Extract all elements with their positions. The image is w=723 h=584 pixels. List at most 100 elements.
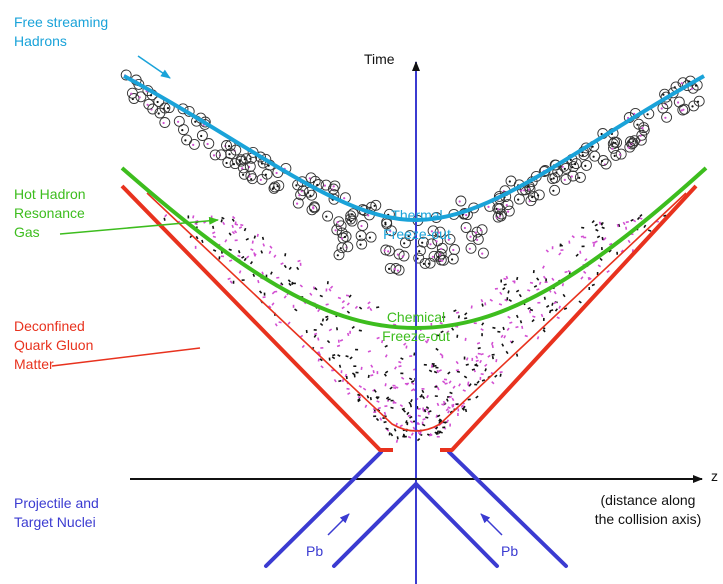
qgp-particle xyxy=(616,251,619,255)
qgp-particle xyxy=(480,352,484,356)
qgp-particle xyxy=(558,252,562,256)
hadron-quark-dot xyxy=(225,161,228,165)
qgp-particle xyxy=(442,380,446,384)
qgp-particle xyxy=(491,356,494,360)
qgp-particle xyxy=(283,264,287,269)
hadron-quark-dot xyxy=(438,253,442,256)
hadron-quark-dot xyxy=(468,247,471,250)
qgp-particle xyxy=(339,339,344,342)
hadron-quark-dot xyxy=(241,167,244,170)
qgp-particle xyxy=(425,416,429,419)
hadron-quark-dot xyxy=(431,255,434,258)
qgp-particle xyxy=(373,389,377,393)
qgp-particle xyxy=(425,406,430,410)
qgp-particle xyxy=(588,276,592,280)
hadron-particle xyxy=(513,193,525,205)
hadron-particle xyxy=(626,138,638,150)
qgp-particle xyxy=(427,411,430,415)
hadron-quark-dot xyxy=(348,218,351,221)
qgp-particle xyxy=(351,325,355,330)
qgp-particle xyxy=(537,301,541,304)
hadron-quark-dot xyxy=(451,258,454,261)
hadron-quark-dot xyxy=(520,189,523,192)
hadron-particle xyxy=(159,117,171,128)
hadron-particle xyxy=(245,170,257,182)
hadron-quark-dot xyxy=(388,267,391,270)
hadron-particle xyxy=(455,195,467,207)
hadron-quark-dot xyxy=(465,214,468,217)
hadron-particle xyxy=(657,102,669,114)
hadron-particle xyxy=(428,250,440,262)
qgp-particle xyxy=(421,389,425,394)
hadron-particle xyxy=(492,211,504,223)
qgp-particle xyxy=(639,213,643,218)
qgp-particle xyxy=(594,223,598,227)
qgp-particle xyxy=(256,233,259,238)
qgp-particle xyxy=(232,215,236,220)
qgp-particle xyxy=(314,287,318,291)
hadron-particle xyxy=(624,141,636,153)
qgp-particle xyxy=(398,365,402,368)
hadron-quark-dot xyxy=(584,164,587,167)
hadron-quark-dot xyxy=(162,121,165,125)
qgp-particle xyxy=(377,406,381,410)
qgp-particle xyxy=(400,357,404,361)
qgp-particle xyxy=(475,395,479,399)
thermal-line-2: Freeze-out xyxy=(383,226,451,242)
qgp-particle xyxy=(500,334,504,339)
hadron-particle xyxy=(333,249,345,261)
hadron-particle xyxy=(574,171,586,183)
hadron-particle xyxy=(120,69,132,81)
qgp-particle xyxy=(395,439,399,443)
hadron-quark-dot xyxy=(275,171,278,175)
chemical-freezeout-curve xyxy=(120,166,708,331)
qgp-particle xyxy=(367,350,372,353)
qgp-particle xyxy=(400,376,405,380)
hadron-particle xyxy=(533,189,545,201)
hadron-particle xyxy=(215,149,227,161)
qgp-particle xyxy=(636,216,641,221)
qgp-particle xyxy=(422,423,426,427)
qgp-particle xyxy=(341,306,345,310)
qgp-particle xyxy=(490,341,494,346)
hadron-quark-dot xyxy=(206,142,209,146)
qgp-particle xyxy=(435,426,439,430)
qgp-particle xyxy=(357,399,361,403)
hadron-particle xyxy=(342,241,354,253)
qgp-particle xyxy=(499,291,503,296)
qgp-particle xyxy=(440,330,444,334)
qgp-particle xyxy=(400,372,404,375)
qgp-particle xyxy=(408,401,412,406)
qgp-particle xyxy=(320,365,324,369)
pb-left-arrow xyxy=(327,513,350,536)
deconfined-line-2: Quark Gluon xyxy=(14,337,94,353)
hadron-quark-dot xyxy=(527,188,530,191)
qgp-particle xyxy=(346,310,351,314)
qgp-particle xyxy=(465,357,469,361)
qgp-particle xyxy=(292,282,296,285)
qgp-boundary xyxy=(146,192,687,432)
qgp-particle xyxy=(616,223,620,228)
qgp-particle xyxy=(297,259,301,263)
qgp-particle xyxy=(271,302,275,306)
qgp-particle xyxy=(347,392,351,396)
qgp-particle xyxy=(527,306,531,310)
hadron-quark-dot xyxy=(242,173,245,176)
hadron-quark-dot xyxy=(334,229,337,232)
qgp-particle xyxy=(558,305,562,309)
qgp-particle xyxy=(243,257,247,262)
hadron-particle xyxy=(677,104,689,116)
qgp-particle xyxy=(481,303,484,307)
hadron-particle xyxy=(196,130,208,141)
hadron-particle xyxy=(610,149,622,161)
qgp-particle xyxy=(422,417,426,421)
hadron-quark-dot xyxy=(339,247,342,250)
qgp-particle xyxy=(317,308,321,313)
qgp-particle xyxy=(458,383,461,387)
qgp-particle xyxy=(464,337,467,341)
qgp-particle xyxy=(284,253,287,257)
qgp-particle xyxy=(436,334,440,337)
qgp-particle xyxy=(299,284,303,288)
qgp-particle xyxy=(390,399,394,402)
qgp-particle xyxy=(433,364,437,367)
